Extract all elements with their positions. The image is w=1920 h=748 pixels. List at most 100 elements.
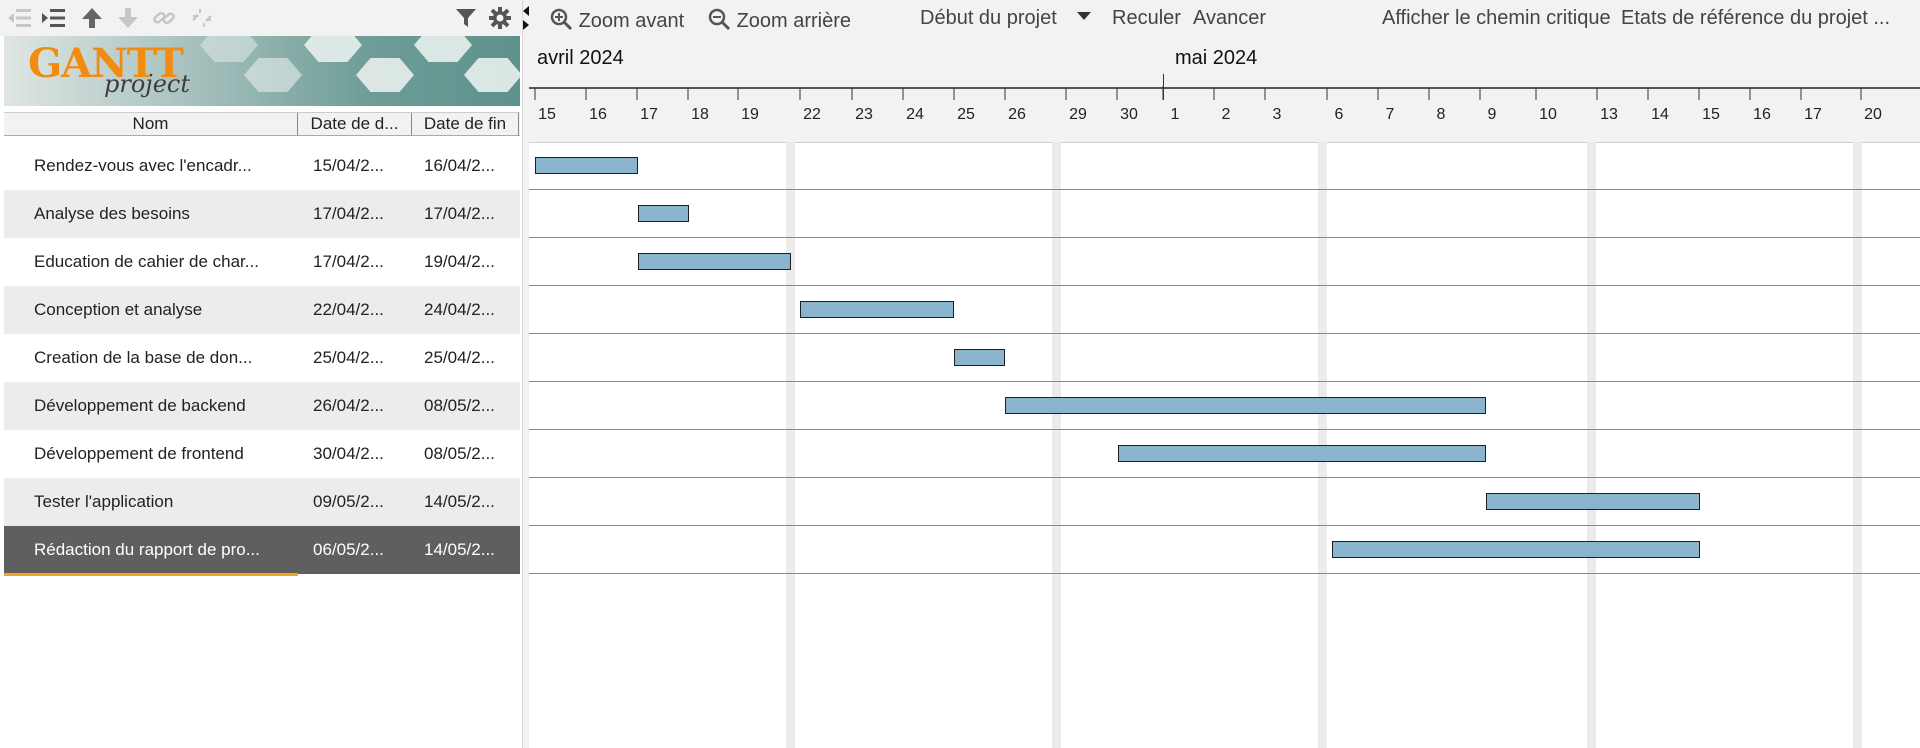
logo-subtitle: project xyxy=(104,70,191,98)
arrow-down-icon[interactable] xyxy=(114,4,142,32)
weekend-column xyxy=(786,142,795,748)
task-name: Tester l'application xyxy=(34,492,174,511)
indent-icon[interactable] xyxy=(40,4,68,32)
task-name: Développement de backend xyxy=(34,396,246,415)
task-end-date: 17/04/2... xyxy=(424,204,495,223)
day-label: 8 xyxy=(1437,106,1446,123)
task-bar[interactable] xyxy=(638,205,689,222)
row-separator xyxy=(529,525,1920,526)
task-start-date: 09/05/2... xyxy=(313,492,384,511)
timeline-months: avril 2024 mai 2024 xyxy=(529,36,1920,86)
day-label: 7 xyxy=(1386,106,1395,123)
day-label: 6 xyxy=(1335,106,1344,123)
day-label: 18 xyxy=(691,106,709,123)
task-row[interactable]: Développement de backend 26/04/2... 08/05/… xyxy=(4,382,520,430)
task-name: Développement de frontend xyxy=(34,444,244,463)
month-label-april: avril 2024 xyxy=(537,47,624,69)
weekend-column xyxy=(1052,142,1061,748)
arrow-up-icon[interactable] xyxy=(78,4,106,32)
day-label: 13 xyxy=(1600,106,1618,123)
task-end-date: 14/05/2... xyxy=(424,492,495,511)
day-label: 24 xyxy=(906,106,924,123)
chevron-down-icon[interactable] xyxy=(1076,9,1092,23)
baselines-button[interactable]: Etats de référence du projet ... xyxy=(1621,7,1891,29)
column-header-end[interactable]: Date de fin xyxy=(412,113,519,135)
zoom-in-label: Zoom avant xyxy=(578,10,685,32)
task-row[interactable]: Education de cahier de char...17/04/2...… xyxy=(4,238,520,286)
task-row[interactable]: Rendez-vous avec l'encadr... 15/04/2... 16… xyxy=(4,142,520,190)
link-icon[interactable] xyxy=(150,4,178,32)
row-separator xyxy=(529,429,1920,430)
day-label: 20 xyxy=(1864,106,1882,123)
day-label: 16 xyxy=(589,106,607,123)
row-separator xyxy=(529,333,1920,334)
forward-button[interactable]: Avancer xyxy=(1193,7,1267,29)
task-row[interactable]: Analyse des besoins 17/04/2... 17/04/2... xyxy=(4,190,520,238)
filter-icon[interactable] xyxy=(452,4,480,32)
zoom-out-label: Zoom arrière xyxy=(736,10,852,32)
task-end-date: 08/05/2... xyxy=(424,396,495,415)
task-bar[interactable] xyxy=(800,301,954,318)
day-label: 15 xyxy=(538,106,556,123)
task-name: Education de cahier de char... xyxy=(34,252,259,271)
task-row[interactable]: Tester l'application 09/05/2... 14/05/2... xyxy=(4,478,520,526)
column-header-start[interactable]: Date de d... xyxy=(298,113,412,135)
task-bar[interactable] xyxy=(1332,541,1700,558)
row-separator xyxy=(529,477,1920,478)
task-start-date: 22/04/2... xyxy=(313,300,384,319)
task-name: Analyse des besoins xyxy=(34,204,190,223)
task-row[interactable]: Creation de la base de don...25/04/2...2… xyxy=(4,334,520,382)
task-end-date: 25/04/2... xyxy=(424,348,495,367)
task-bar[interactable] xyxy=(1486,493,1700,510)
task-name: Rendez-vous avec l'encadr... xyxy=(34,156,252,175)
critical-path-button[interactable]: Afficher le chemin critique xyxy=(1382,7,1611,29)
task-row[interactable]: Rédaction du rapport de pro...06/05/2...… xyxy=(4,526,520,576)
task-name: Rédaction du rapport de pro... xyxy=(34,540,260,559)
task-bar[interactable] xyxy=(1005,397,1486,414)
panel-splitter[interactable] xyxy=(523,0,529,748)
task-start-date: 26/04/2... xyxy=(313,396,384,415)
task-row[interactable]: Conception et analyse 22/04/2... 24/04/2..… xyxy=(4,286,520,334)
task-bar[interactable] xyxy=(1118,445,1486,462)
unindent-icon[interactable] xyxy=(6,4,34,32)
project-start-button[interactable]: Début du projet xyxy=(920,7,1057,29)
task-name: Conception et analyse xyxy=(34,300,203,319)
day-label: 29 xyxy=(1069,106,1087,123)
gear-icon[interactable] xyxy=(486,4,514,32)
task-start-date: 15/04/2... xyxy=(313,156,384,175)
column-header-name[interactable]: Nom xyxy=(4,113,298,135)
zoom-in-icon xyxy=(550,8,573,31)
zoom-out-button[interactable]: Zoom arrière xyxy=(707,7,851,33)
task-end-date: 24/04/2... xyxy=(424,300,495,319)
task-toolbar xyxy=(0,0,522,36)
task-panel: GANTT project Nom Date de d... Date de f… xyxy=(0,0,523,748)
task-end-date: 08/05/2... xyxy=(424,444,495,463)
task-end-date: 16/04/2... xyxy=(424,156,495,175)
day-label: 3 xyxy=(1273,106,1282,123)
row-separator xyxy=(529,189,1920,190)
zoom-out-icon xyxy=(708,8,731,31)
unlink-icon[interactable] xyxy=(188,4,216,32)
task-bar[interactable] xyxy=(954,349,1005,366)
zoom-in-button[interactable]: Zoom avant xyxy=(549,7,684,33)
day-label: 30 xyxy=(1120,106,1138,123)
day-label: 9 xyxy=(1488,106,1497,123)
day-label: 2 xyxy=(1222,106,1231,123)
back-button[interactable]: Reculer xyxy=(1112,7,1181,29)
day-label: 1 xyxy=(1171,106,1180,123)
task-end-date: 19/04/2... xyxy=(424,252,495,271)
row-separator xyxy=(529,573,1920,574)
weekend-column xyxy=(1587,142,1596,748)
task-end-date: 14/05/2... xyxy=(424,540,495,559)
task-table-header: Nom Date de d... Date de fin xyxy=(4,112,520,136)
task-bar[interactable] xyxy=(535,157,638,174)
task-bar[interactable] xyxy=(638,253,791,270)
day-label: 19 xyxy=(741,106,759,123)
day-label: 10 xyxy=(1539,106,1557,123)
task-start-date: 17/04/2... xyxy=(313,204,384,223)
month-label-may: mai 2024 xyxy=(1175,47,1258,69)
logo-brand: GANTT xyxy=(28,40,184,87)
task-start-date: 25/04/2... xyxy=(313,348,384,367)
